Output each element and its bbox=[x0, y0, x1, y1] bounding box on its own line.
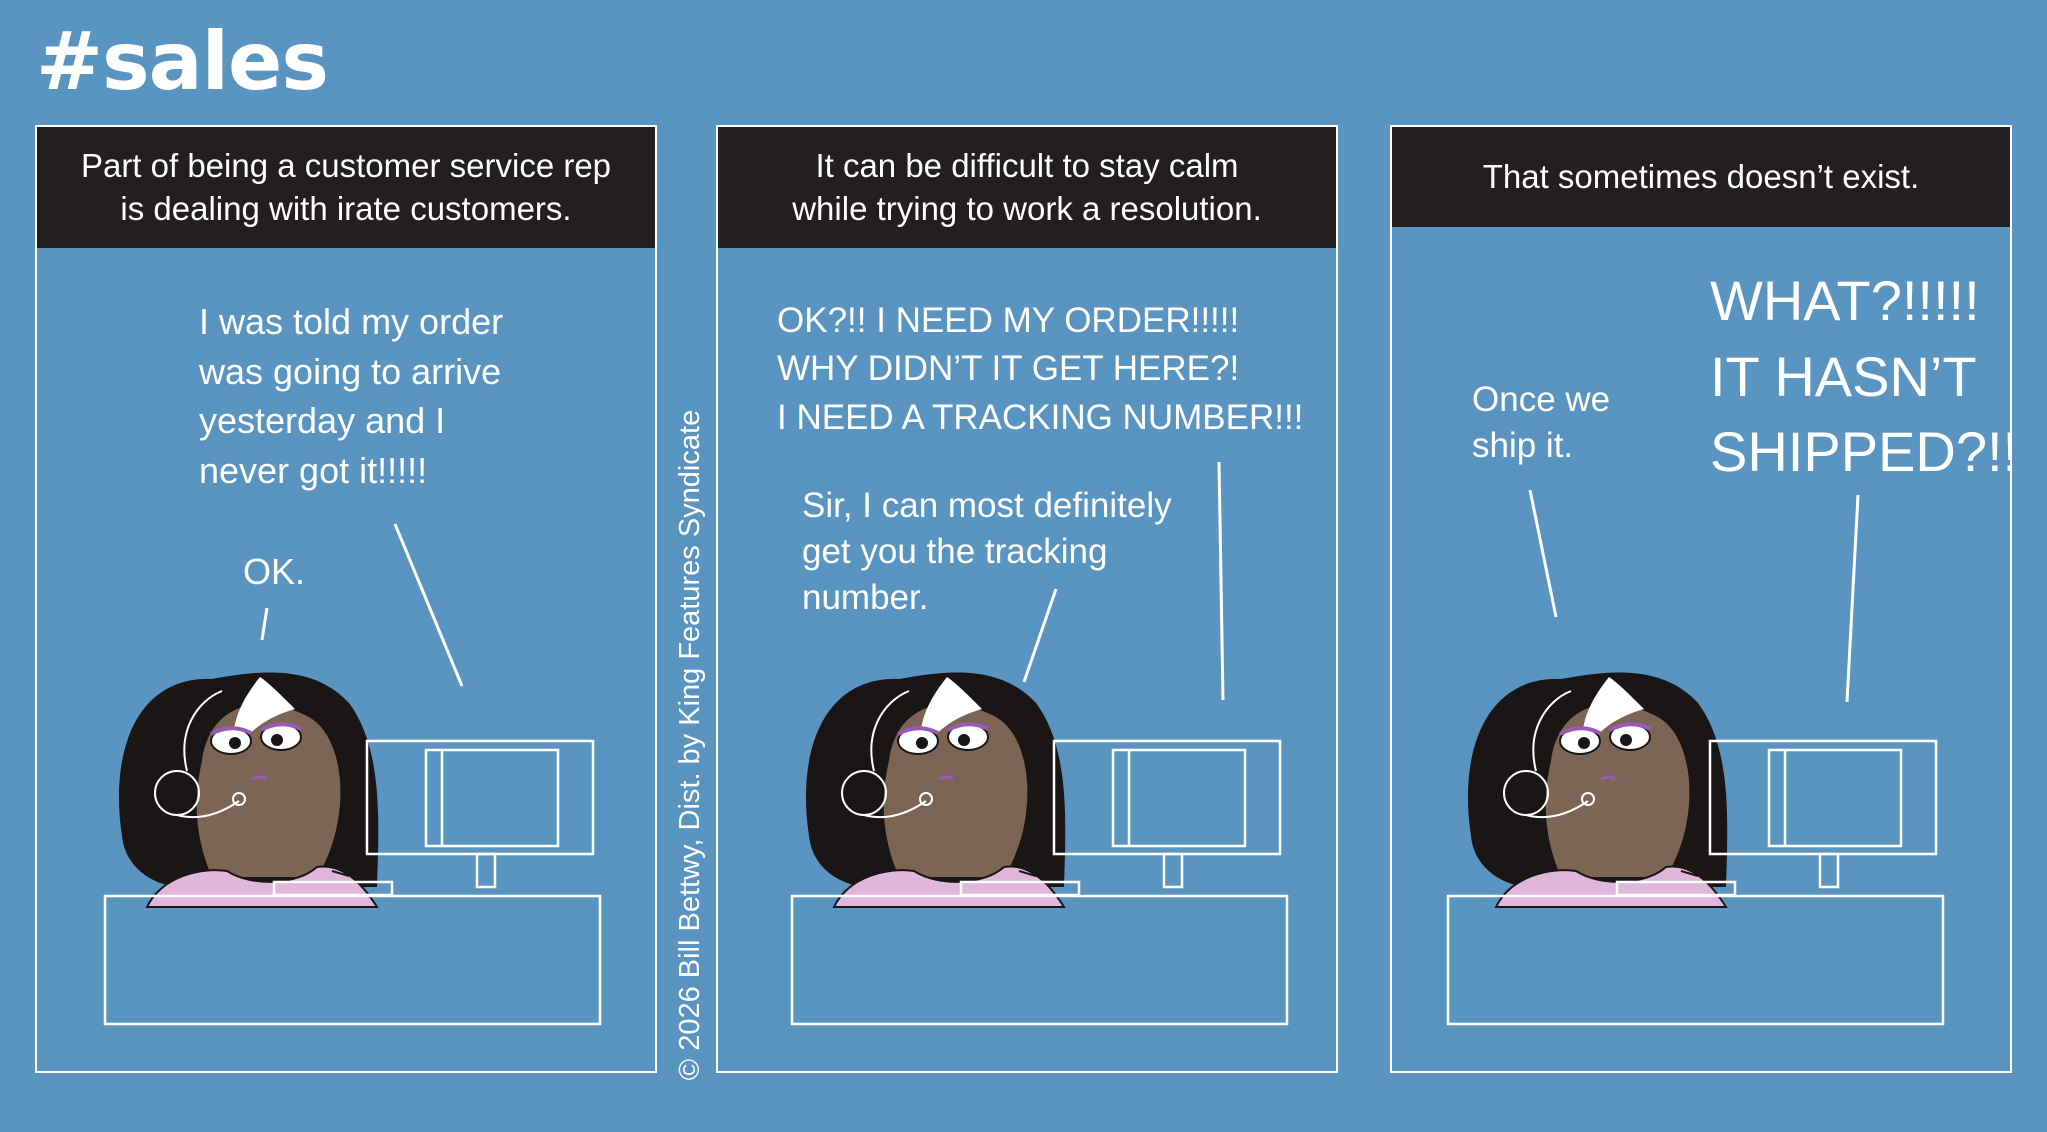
customer-speech-tail bbox=[1217, 461, 1225, 701]
panel-2-artwork bbox=[790, 461, 1289, 1026]
customer-speech-tail bbox=[393, 523, 464, 687]
customer-speech: WHAT?!!!!! IT HASN’T SHIPPED?!! bbox=[1710, 269, 2012, 484]
rep-hair-streak bbox=[233, 677, 295, 755]
customer-service-rep bbox=[118, 672, 379, 908]
comic-panel-3: That sometimes doesn’t exist. bbox=[1390, 125, 2012, 1073]
rep-speech-tail bbox=[1528, 489, 1558, 618]
panel-1-caption: Part of being a customer service rep is … bbox=[37, 127, 655, 248]
rep-hair-streak bbox=[1582, 677, 1644, 755]
strip-title: #sales bbox=[36, 15, 329, 108]
customer-service-rep bbox=[1467, 672, 1728, 908]
customer-speech-tail bbox=[1845, 494, 1860, 703]
desk-icon bbox=[103, 894, 602, 1026]
headset-icon bbox=[154, 690, 246, 819]
rep-speech: OK. bbox=[243, 551, 306, 592]
panel-1-artwork bbox=[103, 523, 602, 1026]
desk-icon bbox=[1446, 894, 1945, 1026]
customer-speech: I was told my order was going to arrive … bbox=[199, 301, 504, 492]
comic-panel-2: It can be difficult to stay calm while t… bbox=[716, 125, 1338, 1073]
computer-monitor-icon bbox=[365, 739, 595, 889]
panel-3-artwork bbox=[1446, 489, 1945, 1026]
headset-icon bbox=[841, 690, 933, 819]
customer-speech: OK?!! I NEED MY ORDER!!!!! WHY DIDN’T IT… bbox=[777, 301, 1304, 437]
rep-speech-tail bbox=[1022, 588, 1058, 683]
panel-3-caption: That sometimes doesn’t exist. bbox=[1392, 127, 2010, 227]
rep-hair-streak bbox=[920, 677, 982, 755]
customer-service-rep bbox=[805, 672, 1066, 908]
rep-speech-tail bbox=[260, 607, 269, 641]
rep-speech: Once we ship it. bbox=[1472, 380, 1611, 465]
desk-icon bbox=[790, 894, 1289, 1026]
panel-2-caption: It can be difficult to stay calm while t… bbox=[718, 127, 1336, 248]
rep-speech: Sir, I can most definitely get you the t… bbox=[802, 486, 1172, 618]
headset-icon bbox=[1503, 690, 1595, 819]
copyright-credit: © 2026 Bill Bettwy, Dist. by King Featur… bbox=[674, 409, 706, 1081]
computer-monitor-icon bbox=[1708, 739, 1938, 889]
computer-monitor-icon bbox=[1052, 739, 1282, 889]
comic-panel-1: Part of being a customer service rep is … bbox=[35, 125, 657, 1073]
